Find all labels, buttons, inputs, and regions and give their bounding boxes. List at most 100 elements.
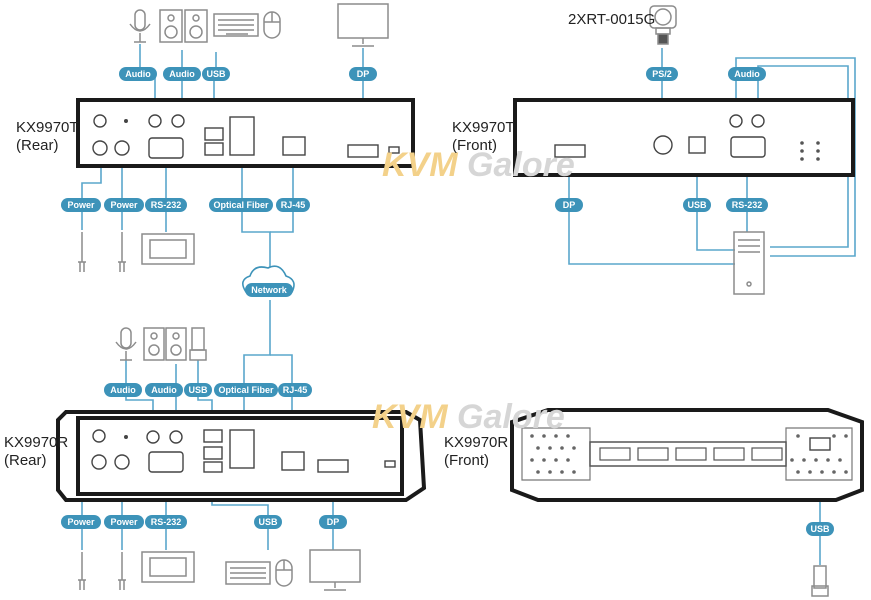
mouse-icon: [263, 11, 281, 39]
svg-text:USB: USB: [206, 69, 226, 79]
power-plug-icon: [78, 552, 126, 590]
speaker-icon: [159, 9, 208, 43]
rj45-port: [281, 451, 305, 471]
optical-fiber-port: [229, 116, 255, 156]
svg-text:RS-232: RS-232: [151, 200, 182, 210]
keyboard-icon: [213, 13, 259, 37]
svg-text:Optical Fiber: Optical Fiber: [213, 200, 269, 210]
svg-text:RS-232: RS-232: [732, 200, 763, 210]
dp-port: [347, 144, 379, 158]
tag-power: Power: [104, 515, 144, 529]
svg-text:Audio: Audio: [151, 385, 177, 395]
svg-text:RJ-45: RJ-45: [281, 200, 306, 210]
svg-text:Power: Power: [67, 517, 95, 527]
svg-text:RS-232: RS-232: [151, 517, 182, 527]
dp-port-front: [554, 144, 586, 158]
tag-usb: USB: [202, 67, 230, 81]
tag-power: Power: [104, 198, 144, 212]
rx-rear-name: KX9970R: [4, 434, 68, 451]
power-port-2: [114, 140, 130, 156]
rx-rear-view: (Rear): [4, 452, 47, 469]
ground-screw-icon: [93, 114, 107, 128]
audio-port-out: [169, 430, 183, 444]
svg-text:Power: Power: [67, 200, 95, 210]
audio-port-in: [148, 114, 162, 128]
usb-drive-icon: [189, 327, 207, 361]
tag-rs232: RS-232: [726, 198, 768, 212]
svg-text:RJ-45: RJ-45: [283, 385, 308, 395]
tag-usb: USB: [683, 198, 711, 212]
pc-tower-icon: [733, 231, 765, 295]
tablet-icon: [141, 233, 195, 265]
tag-optical-fiber: Optical Fiber: [209, 198, 273, 212]
keyboard-icon: [225, 561, 271, 585]
svg-text:PS/2: PS/2: [652, 69, 672, 79]
tx-rear-name: KX9970T: [16, 119, 79, 136]
usb-port-1: [204, 127, 224, 141]
tag-dp: DP: [319, 515, 347, 529]
audio-port-front-2: [751, 114, 765, 128]
tag-optical-fiber: Optical Fiber: [214, 383, 278, 397]
kx9970t-front-unit: [513, 98, 855, 177]
led-indicator: [124, 119, 128, 123]
tags: Audio Audio USB DP Power Power RS-232 Op…: [61, 67, 834, 536]
svg-text:USB: USB: [258, 517, 278, 527]
power-port-1: [92, 140, 108, 156]
rs232-port-front: [730, 136, 766, 158]
rs232-port: [148, 451, 184, 473]
svg-text:USB: USB: [687, 200, 707, 210]
tag-audio: Audio: [145, 383, 183, 397]
tag-usb: USB: [806, 522, 834, 536]
svg-text:USB: USB: [188, 385, 208, 395]
monitor-icon: [309, 549, 361, 591]
dip-switch: [384, 460, 396, 468]
watermark: KVM Galore: [372, 398, 565, 436]
tag-dp: DP: [555, 198, 583, 212]
tag-network: Network: [245, 283, 293, 297]
power-plug-icon: [78, 232, 126, 272]
rs232-port: [148, 137, 184, 159]
svg-text:Audio: Audio: [125, 69, 151, 79]
speaker-icon: [143, 327, 187, 361]
usb-b-port: [688, 136, 706, 154]
ground-screw-icon: [92, 429, 106, 443]
ps2-port: [653, 135, 673, 155]
rx-front-name: KX9970R: [444, 434, 508, 451]
svg-text:Power: Power: [110, 200, 138, 210]
rx-front-view: (Front): [444, 452, 489, 469]
tag-power: Power: [61, 515, 101, 529]
tag-usb: USB: [184, 383, 212, 397]
tag-usb: USB: [254, 515, 282, 529]
tag-audio: Audio: [728, 67, 766, 81]
usb-drive-icon: [811, 565, 829, 597]
svg-text:Optical Fiber: Optical Fiber: [218, 385, 274, 395]
tx-front-name: KX9970T: [452, 119, 515, 136]
usb-port-2: [204, 142, 224, 156]
usb-port-2: [203, 446, 223, 460]
audio-port-out: [171, 114, 185, 128]
tag-ps2: PS/2: [646, 67, 678, 81]
rj45-port: [282, 136, 306, 156]
tag-rs232: RS-232: [145, 198, 187, 212]
tag-dp: DP: [349, 67, 377, 81]
mouse-icon: [275, 559, 293, 587]
vent-dots-right: [790, 434, 848, 474]
tag-rs232: RS-232: [145, 515, 187, 529]
tag-rj45: RJ-45: [278, 383, 312, 397]
usb-port-1: [203, 429, 223, 443]
device-labels: KX9970T (Rear) KX9970T (Front) KX9970R (…: [4, 11, 655, 469]
dip-switch: [388, 146, 400, 154]
indicator-leds: [800, 141, 820, 161]
tx-front-view: (Front): [452, 137, 497, 154]
kx9970r-front-unit: [510, 408, 864, 502]
svg-text:Audio: Audio: [110, 385, 136, 395]
audio-port-in: [146, 430, 160, 444]
accessory-name: 2XRT-0015G: [568, 11, 655, 28]
optical-fiber-port: [229, 429, 255, 469]
power-port-1: [91, 454, 107, 470]
svg-text:DP: DP: [327, 517, 340, 527]
front-slots: [599, 447, 783, 461]
tag-audio: Audio: [163, 67, 201, 81]
svg-text:Power: Power: [110, 517, 138, 527]
